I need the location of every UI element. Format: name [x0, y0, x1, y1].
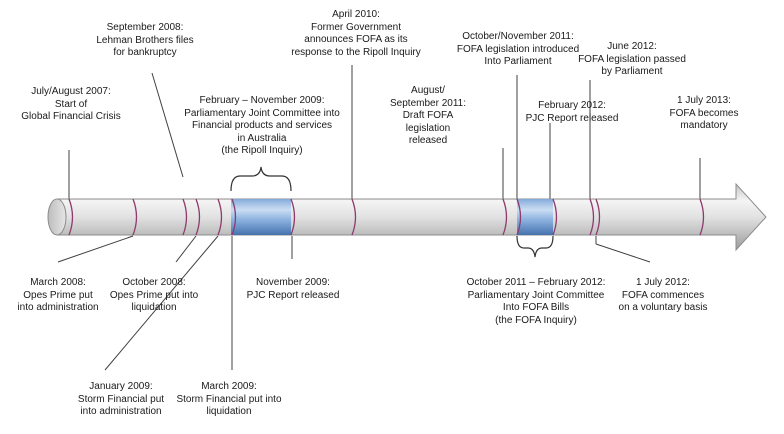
label-line: March 2008:: [30, 277, 86, 288]
tick-announce: [351, 198, 357, 236]
tick-opesliq: [195, 198, 201, 236]
label-ripoll: February – November 2009:Parliamentary J…: [184, 95, 340, 158]
tick-introduced: [516, 198, 522, 236]
label-introduced: October/November 2011:FOFA legislation i…: [457, 31, 579, 69]
label-line: on a voluntary basis: [618, 302, 708, 313]
label-line: into administration: [80, 406, 162, 417]
tick-mandatory: [699, 198, 705, 236]
label-line: February – November 2009:: [199, 95, 325, 106]
label-line: Into Parliament: [484, 56, 552, 67]
label-line: June 2012:: [607, 41, 657, 52]
label-line: liquidation: [206, 406, 252, 417]
label-line: mandatory: [680, 120, 728, 131]
label-line: July/August 2007:: [31, 86, 111, 97]
label-line: November 2009:: [256, 277, 330, 288]
label-line: legislation: [405, 122, 451, 134]
label-pjc2012: February 2012:PJC Report released: [526, 100, 619, 125]
label-line: for bankruptcy: [113, 47, 177, 58]
connector-opesliq: [175, 235, 197, 263]
label-line: September 2008:: [106, 22, 184, 33]
label-line: Storm Financial put: [77, 393, 165, 405]
label-line: Parliamentary Joint Committee: [467, 289, 605, 301]
connector-opes: [57, 235, 134, 263]
label-line: Start of: [54, 98, 88, 110]
connector-lehman: [151, 72, 184, 178]
label-line: (the FOFA Inquiry): [495, 314, 577, 326]
ripoll-inquiry-period: [231, 199, 291, 235]
label-line: FOFA legislation passed: [578, 53, 686, 65]
label-line: FOFA legislation introduced: [456, 43, 580, 55]
label-line: Global Financial Crisis: [21, 111, 121, 122]
label-line: announces FOFA as its: [304, 34, 408, 45]
label-line: Storm Financial put into: [176, 393, 282, 405]
label-line: Draft FOFA: [402, 110, 454, 121]
label-line: 1 July 2013:: [677, 95, 731, 106]
connector-stormadmin: [104, 235, 219, 371]
label-line: Financial products and services: [191, 120, 333, 131]
tick-opes: [132, 198, 138, 236]
connector-voluntary-b: [595, 243, 651, 263]
tick-voluntary: [595, 198, 601, 236]
label-line: March 2009:: [201, 381, 257, 392]
tick-stormliq: [231, 198, 237, 236]
label-line: Opes Prime put into: [109, 289, 199, 301]
fofa-inquiry-brace: [516, 235, 554, 258]
tick-draft: [502, 198, 508, 236]
tick-lehman: [182, 198, 188, 236]
label-line: Lehman Brothers files: [96, 34, 194, 46]
label-line: October 2011 – February 2012:: [466, 277, 606, 288]
label-line: Parliamentary Joint Committee into: [184, 107, 340, 119]
timeline-arrow-body: [56, 182, 767, 252]
label-line: October/November 2011:: [462, 31, 574, 42]
label-line: August/: [411, 85, 445, 96]
label-pjc2009: November 2009:PJC Report released: [247, 277, 340, 302]
ripoll-brace: [230, 166, 292, 192]
timeline-arrow-cap: [47, 198, 67, 236]
label-line: January 2009:: [89, 381, 153, 392]
label-line: liquidation: [131, 302, 177, 313]
label-line: response to the Ripoll Inquiry: [291, 46, 421, 58]
label-line: September 2011:: [390, 97, 466, 109]
fofa-inquiry-period: [517, 199, 553, 235]
tick-gfc: [68, 198, 74, 236]
tick-pjc2009: [290, 198, 296, 236]
label-fofainq: October 2011 – February 2012:Parliamenta…: [467, 277, 606, 327]
label-line: 1 July 2012:: [636, 277, 690, 288]
label-line: FOFA commences: [621, 289, 705, 301]
label-line: in Australia: [237, 132, 287, 144]
tick-passed: [589, 198, 595, 236]
label-line: by Parliament: [601, 66, 663, 77]
label-line: Former Government: [310, 21, 402, 33]
label-line: FOFA becomes: [669, 107, 739, 119]
label-line: February 2012:: [538, 100, 606, 111]
label-line: PJC Report released: [246, 289, 340, 301]
label-line: April 2010:: [332, 9, 380, 20]
tick-pjc2012: [552, 198, 558, 236]
tick-stormadmin: [217, 198, 223, 236]
label-line: October 2008:: [122, 277, 186, 288]
label-line: into administration: [17, 302, 99, 313]
label-line: released: [408, 135, 448, 146]
label-line: PJC Report released: [525, 112, 619, 124]
label-line: Into FOFA Bills: [502, 302, 570, 313]
label-line: (the Ripoll Inquiry): [221, 145, 303, 156]
label-line: Opes Prime put: [23, 289, 93, 301]
